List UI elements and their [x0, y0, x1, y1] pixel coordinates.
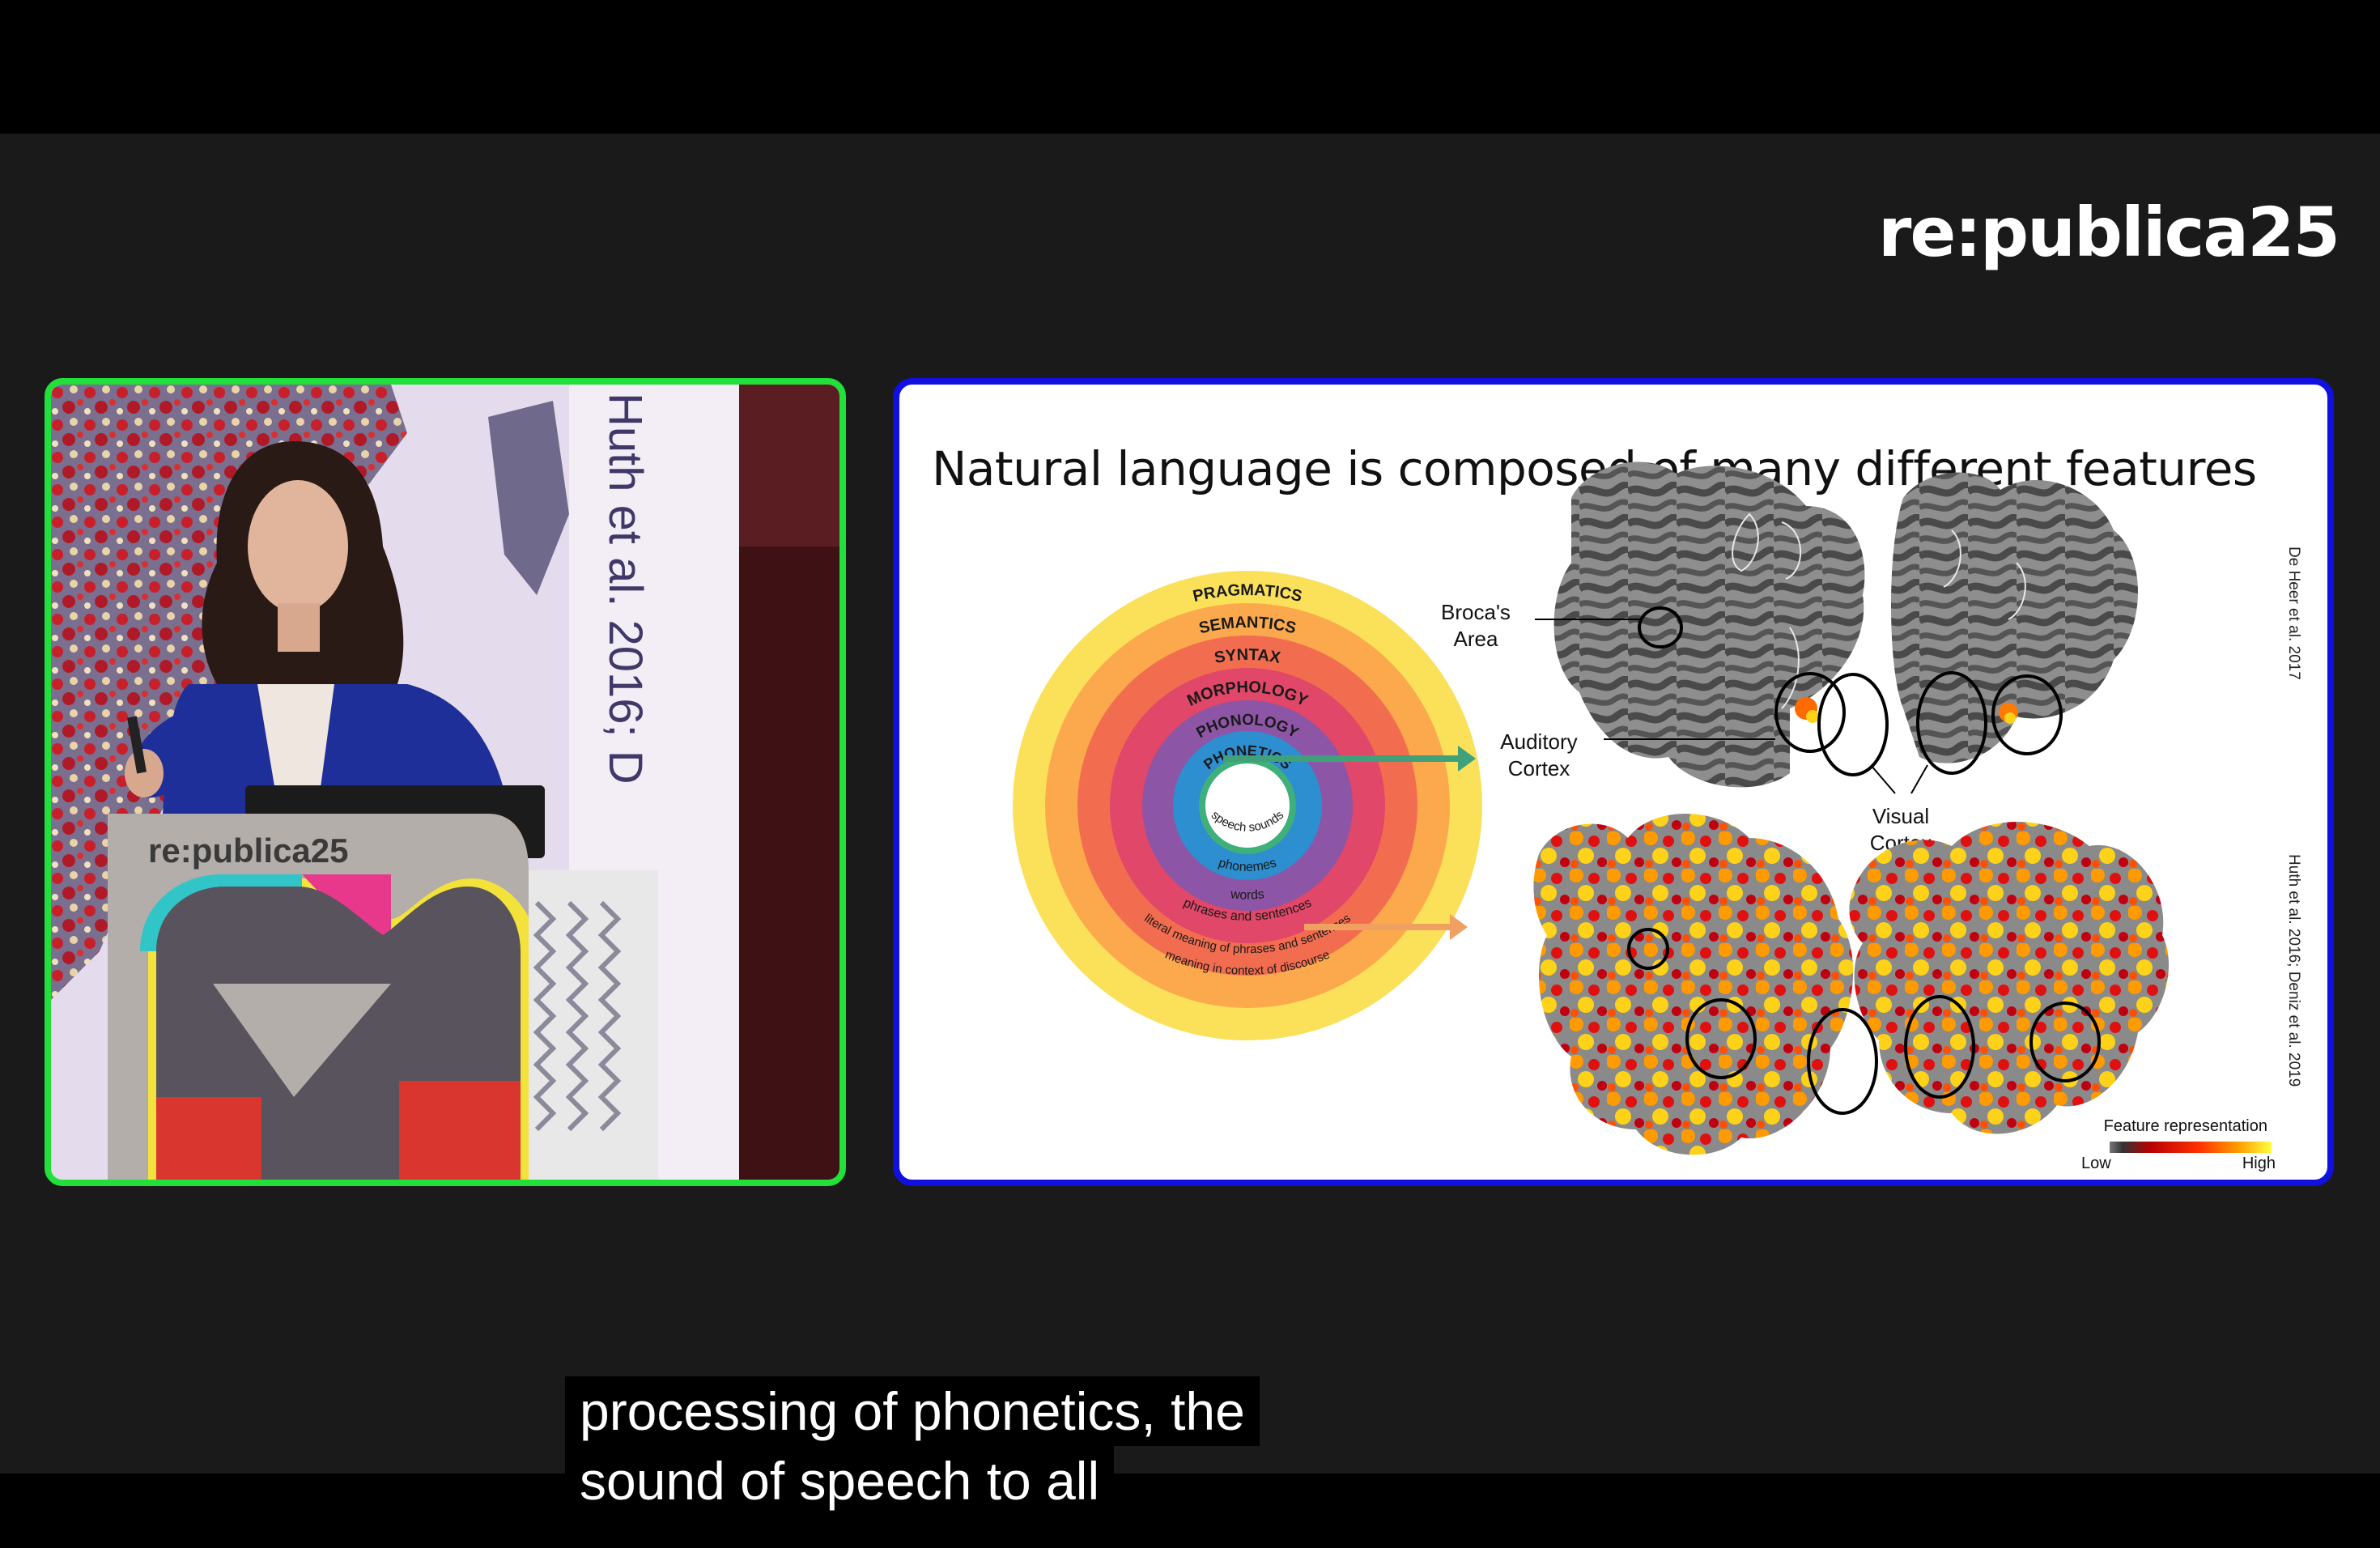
feature-legend: Feature representation Low High: [2081, 1117, 2276, 1172]
flatmap-semantics: [1533, 814, 2170, 1155]
letterbox-bottom: [0, 1474, 2380, 1548]
legend-low-label: Low: [2081, 1155, 2111, 1172]
label-visual-line1: Visual: [1872, 804, 1929, 828]
label-auditory-line2: Cortex: [1508, 756, 1570, 780]
label-broca-line2: Area: [1454, 627, 1498, 651]
citation-top: De Heer et al. 2017: [2285, 546, 2302, 680]
arrow-phonetics-to-auditory: [1223, 746, 1476, 772]
flatmap-phonetics: [1535, 461, 2138, 794]
podium-logo-text: re:publica25: [148, 831, 348, 870]
republica-logo: re:publica25: [1878, 193, 2340, 272]
inner-label-words: words: [1229, 887, 1264, 903]
linguistic-hierarchy-diagram: PRAGMATICS SEMANTICS SYNTAX MORPHOLOGY P…: [1013, 571, 1482, 1040]
podium-graphic: [140, 874, 537, 1180]
speaker-camera-feed: Huth et al. 2016; D re:publica25: [45, 378, 846, 1186]
arrow-semantics-to-broad: [1304, 914, 1468, 940]
letterbox-top: [0, 0, 2380, 134]
presentation-slide: Natural language is composed of many dif…: [893, 378, 2334, 1186]
inner-label-phonemes: phonemes: [1217, 856, 1278, 874]
subtitle-line-1: processing of phonetics, the: [565, 1376, 1260, 1446]
speaker-video-frame: Huth et al. 2016; D re:publica25: [51, 385, 839, 1180]
legend-title: Feature representation: [2104, 1117, 2267, 1135]
backdrop-citation-text: Huth et al. 2016; D: [599, 393, 652, 785]
citation-bottom: Huth et al. 2016; Deniz et al. 2019: [2285, 854, 2302, 1087]
legend-colorbar: [2110, 1142, 2272, 1153]
subtitle-line-2: sound of speech to all: [565, 1446, 1115, 1516]
label-auditory-line1: Auditory: [1500, 729, 1577, 754]
label-broca-line1: Broca's: [1441, 600, 1511, 624]
slide-figure: PRAGMATICS SEMANTICS SYNTAX MORPHOLOGY P…: [1013, 461, 2302, 1172]
legend-high-label: High: [2242, 1155, 2276, 1172]
